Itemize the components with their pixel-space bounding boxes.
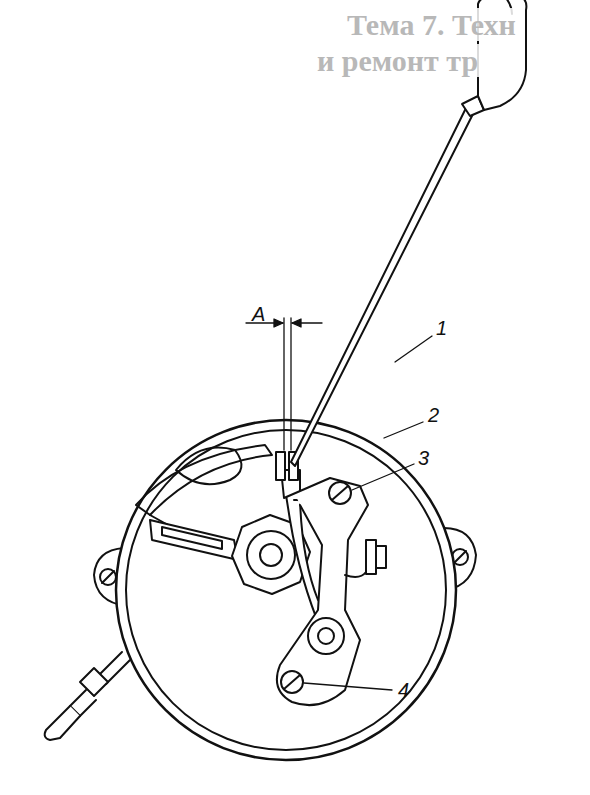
distributor-housing xyxy=(116,420,456,760)
breaker-plate xyxy=(136,445,272,515)
fixed-contact xyxy=(276,452,285,480)
gap-dimension xyxy=(246,318,322,450)
callout-number: 1 xyxy=(436,318,447,338)
callout-number: 3 xyxy=(418,448,429,468)
lever-pivot xyxy=(308,618,344,654)
callout-number: 4 xyxy=(398,680,409,700)
page-header: Тема 7. Техн xyxy=(345,8,518,41)
page-header: и ремонт тр xyxy=(315,44,480,77)
clamp-screw xyxy=(329,482,351,504)
rotor-finger xyxy=(150,520,238,560)
ear-screw xyxy=(100,569,116,585)
terminal-clamp xyxy=(366,540,376,574)
low-voltage-terminal xyxy=(45,652,130,740)
leader-lines xyxy=(304,336,432,690)
housing-inner-rim xyxy=(126,430,446,750)
adjusting-screw xyxy=(281,671,303,693)
dimension-label: А xyxy=(252,304,265,324)
callout-number: 2 xyxy=(428,405,439,425)
contact-plate xyxy=(277,460,368,705)
screwdriver xyxy=(291,0,526,466)
